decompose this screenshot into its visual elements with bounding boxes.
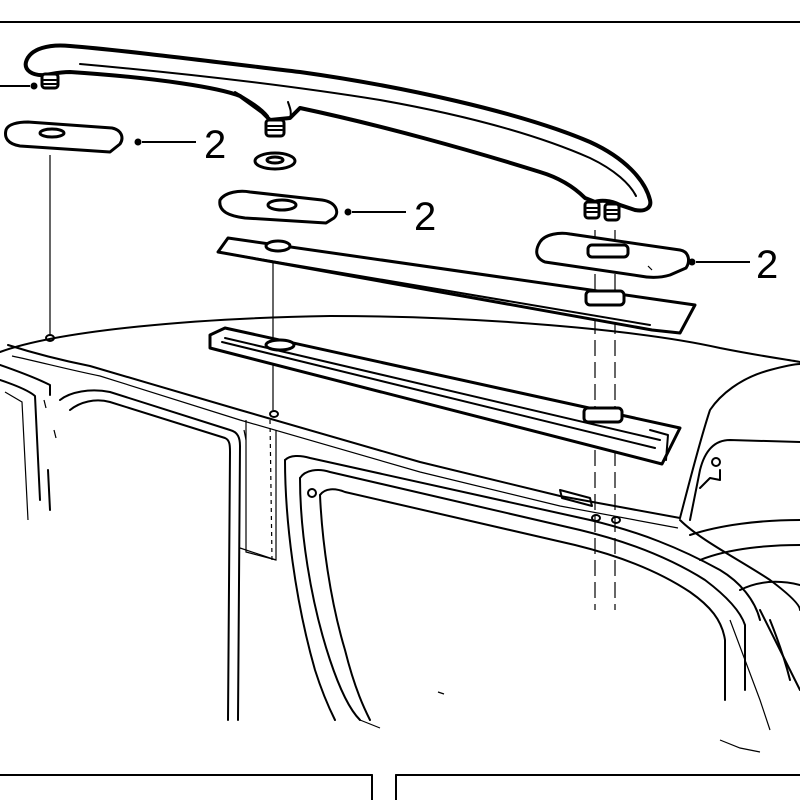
spacer-strip bbox=[216, 236, 697, 335]
roof-channel-rail bbox=[208, 326, 682, 466]
callout-gasket-middle: 2 bbox=[344, 195, 436, 239]
roof-mounting-holes bbox=[45, 334, 621, 524]
callout-label: 2 bbox=[756, 243, 778, 287]
middle-gasket-pad bbox=[218, 189, 339, 225]
callout-gasket-rear: 2 bbox=[688, 243, 778, 287]
washer bbox=[253, 151, 297, 171]
callout-label: 2 bbox=[204, 123, 226, 167]
leader-left-edge bbox=[0, 82, 38, 90]
frame-border bbox=[0, 21, 800, 800]
callout-label: 2 bbox=[414, 195, 436, 239]
assembly-lines bbox=[49, 155, 616, 610]
callout-gasket-front: 2 bbox=[134, 123, 226, 167]
roof-rail-bar bbox=[23, 43, 653, 222]
front-gasket-pad bbox=[4, 120, 124, 154]
rear-gasket-pad bbox=[535, 231, 690, 279]
car-body bbox=[0, 315, 800, 753]
